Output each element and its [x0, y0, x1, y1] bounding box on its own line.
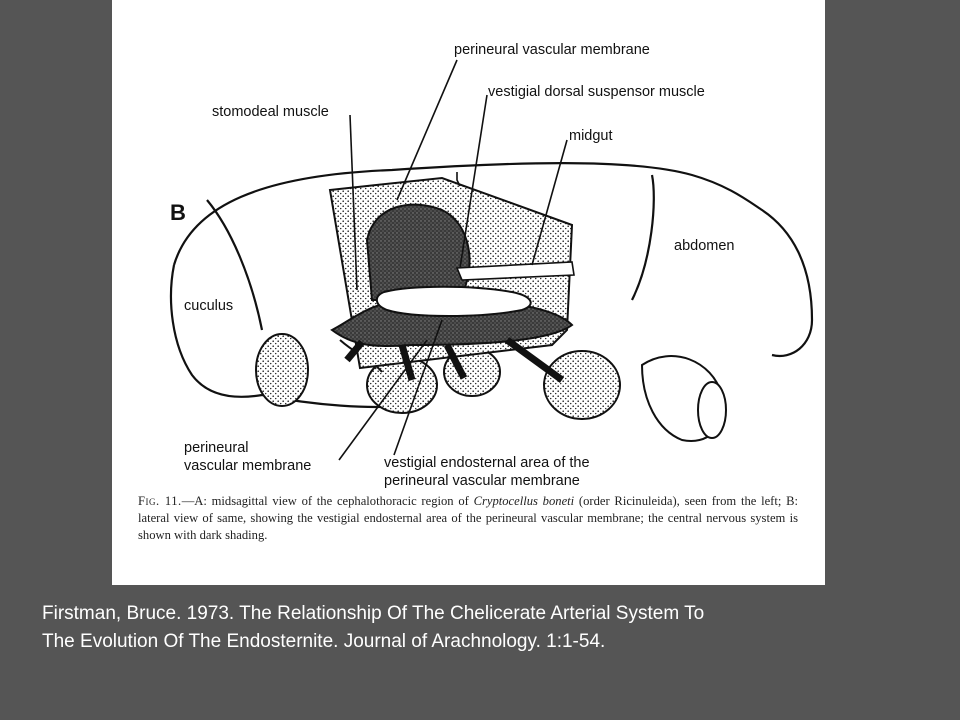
label-stomodeal-muscle: stomodeal muscle	[212, 104, 329, 120]
citation-line2: The Evolution Of The Endosternite. Journ…	[42, 631, 606, 652]
midgut-tube	[375, 261, 575, 317]
figure-caption: Fig. 11.—A: midsagittal view of the ceph…	[138, 493, 798, 544]
label-midgut: midgut	[569, 128, 613, 144]
anatomy-diagram: B perineural vascular membrane vestigial…	[169, 42, 814, 489]
caption-fig-label: Fig. 11.	[138, 494, 182, 508]
citation-line1: Firstman, Bruce. 1973. The Relationship …	[42, 603, 705, 624]
leg-bases	[255, 333, 727, 442]
caption-species: Cryptocellus boneti	[473, 494, 575, 508]
label-vestigial-endosternal-line2: perineural vascular membrane	[384, 473, 580, 489]
label-cuculus: cuculus	[184, 298, 233, 314]
label-perineural-line1: perineural	[184, 440, 249, 456]
label-abdomen: abdomen	[674, 238, 734, 254]
label-vestigial-dorsal-suspensor-muscle: vestigial dorsal suspensor muscle	[488, 84, 705, 100]
label-perineural-vascular-membrane-top: perineural vascular membrane	[454, 42, 650, 58]
citation: Firstman, Bruce. 1973. The Relationship …	[42, 600, 922, 656]
caption-text-b: (order Ricinuleida), seen from the left;…	[138, 494, 799, 542]
panel-letter: B	[170, 200, 186, 225]
figure-panel: B perineural vascular membrane vestigial…	[112, 0, 825, 585]
caption-text-a: —A: midsagittal view of the cephalothora…	[181, 494, 474, 508]
label-vestigial-endosternal-line1: vestigial endosternal area of the	[384, 455, 590, 471]
label-perineural-line2: vascular membrane	[184, 458, 311, 474]
leader-lines	[338, 59, 568, 461]
